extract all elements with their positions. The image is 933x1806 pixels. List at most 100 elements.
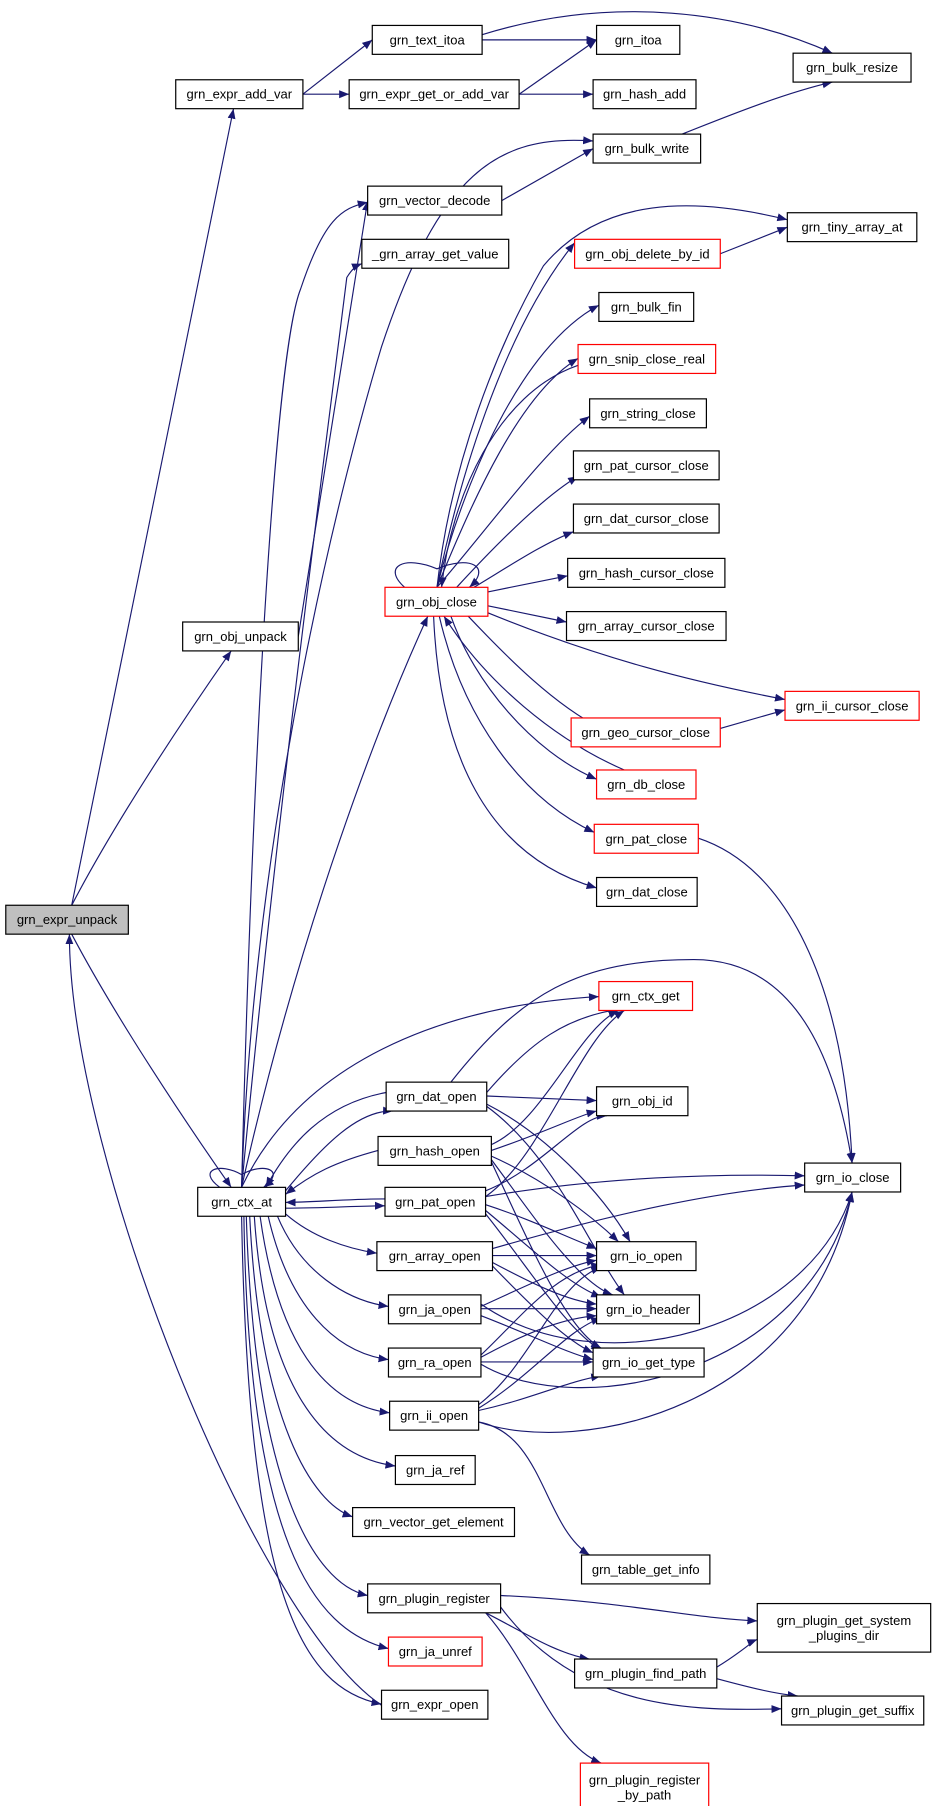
node-label: grn_pat_open — [395, 1194, 475, 1209]
node-vector-get-element[interactable]: grn_vector_get_element — [352, 1506, 516, 1538]
node-hash-open[interactable]: grn_hash_open — [377, 1135, 492, 1166]
node-label: grn_text_itoa — [390, 32, 466, 47]
edge-snip-close-real-to-obj-close — [438, 364, 579, 588]
edge-line — [492, 1261, 597, 1307]
node-plugin-register-by-path[interactable]: grn_plugin_register_by_path — [579, 1762, 710, 1806]
node-expr-add-var[interactable]: grn_expr_add_var — [175, 79, 304, 110]
edge-line — [259, 1216, 390, 1416]
node-ctx-get[interactable]: grn_ctx_get — [598, 980, 694, 1012]
node-plugin-register[interactable]: grn_plugin_register — [367, 1583, 502, 1614]
node-dat-cursor-close[interactable]: grn_dat_cursor_close — [572, 503, 720, 534]
edge-pat-open-to-io-header — [485, 1210, 602, 1298]
node-dat-close[interactable]: grn_dat_close — [595, 876, 698, 908]
node-tiny-array-at[interactable]: grn_tiny_array_at — [786, 212, 918, 243]
edge-line — [265, 1091, 387, 1188]
node-io-get-type[interactable]: grn_io_get_type — [592, 1347, 705, 1378]
node-expr-open[interactable]: grn_expr_open — [380, 1689, 489, 1720]
edge-ja-open-to-io-open — [480, 1258, 597, 1307]
edge-ii-open-to-io-header — [478, 1317, 602, 1409]
node-snip-close-real[interactable]: grn_snip_close_real — [577, 343, 717, 375]
edge-expr-unpack-to-obj-unpack — [71, 650, 232, 906]
edge-hash-open-to-obj-id — [491, 1109, 597, 1151]
edge-ctx-at-to-dat-open — [285, 1106, 394, 1192]
node-vector-decode[interactable]: grn_vector_decode — [367, 185, 503, 216]
node-hash-cursor-close[interactable]: grn_hash_cursor_close — [567, 557, 726, 588]
node-plugin-get-system-plugins-dir[interactable]: grn_plugin_get_system_plugins_dir — [756, 1602, 932, 1653]
node-plugin-find-path[interactable]: grn_plugin_find_path — [573, 1658, 718, 1689]
node-array-open[interactable]: grn_array_open — [376, 1241, 494, 1272]
node-text-itoa[interactable]: grn_text_itoa — [371, 24, 483, 55]
node-label: grn_expr_open — [391, 1697, 478, 1712]
node-db-close[interactable]: grn_db_close — [595, 769, 697, 800]
edge-line — [473, 531, 574, 588]
edge-obj-close-to-dat-close — [433, 616, 597, 889]
node-box — [565, 610, 727, 642]
node-string-close[interactable]: grn_string_close — [589, 398, 707, 429]
edge-expr-unpack-to-expr-add-var — [71, 108, 236, 906]
edge-line — [491, 1109, 597, 1151]
node-box — [376, 1241, 494, 1272]
node-label: grn_expr_add_var — [187, 87, 293, 102]
edge-line — [480, 1315, 594, 1361]
node-array-cursor-close[interactable]: grn_array_cursor_close — [565, 610, 727, 642]
edge-line — [491, 1155, 619, 1243]
node-obj-unpack[interactable]: grn_obj_unpack — [182, 621, 299, 652]
edge-plugin-register-to-plugin-get-system-plugins-dir — [500, 1594, 758, 1625]
node-bulk-resize[interactable]: grn_bulk_resize — [792, 52, 912, 83]
node-table-get-info[interactable]: grn_table_get_info — [580, 1554, 711, 1585]
edge-line — [438, 364, 579, 588]
edge-ja-open-to-io-get-type — [480, 1315, 594, 1361]
node-box — [592, 79, 697, 110]
node-ctx-at[interactable]: grn_ctx_at — [197, 1186, 287, 1217]
node-dat-open[interactable]: grn_dat_open — [385, 1081, 488, 1112]
node-box — [598, 980, 694, 1012]
node-io-close[interactable]: grn_io_close — [804, 1162, 902, 1193]
node-label: grn_obj_delete_by_id — [585, 246, 709, 261]
node-label: _grn_array_get_value — [371, 246, 498, 261]
node-pat-open[interactable]: grn_pat_open — [384, 1186, 487, 1217]
node-hash-add[interactable]: grn_hash_add — [592, 79, 697, 110]
node-expr-get-or-add-var[interactable]: grn_expr_get_or_add_var — [348, 79, 520, 110]
edge-line — [681, 80, 833, 135]
node-box — [394, 1454, 476, 1486]
edge-ctx-at-to-plugin-register — [245, 1216, 368, 1598]
edge-line — [241, 263, 363, 1188]
node-array-get-value[interactable]: _grn_array_get_value — [361, 238, 510, 269]
edge-line — [285, 1201, 386, 1210]
node-ja-open[interactable]: grn_ja_open — [387, 1294, 482, 1325]
edge-line — [456, 475, 579, 588]
node-label: grn_dat_cursor_close — [584, 511, 709, 526]
node-plugin-get-suffix[interactable]: grn_plugin_get_suffix — [780, 1695, 925, 1726]
edge-line — [480, 1191, 853, 1344]
node-pat-cursor-close[interactable]: grn_pat_cursor_close — [572, 450, 720, 481]
node-expr-unpack[interactable]: grn_expr_unpack — [5, 904, 129, 935]
node-ja-unref[interactable]: grn_ja_unref — [387, 1636, 483, 1667]
node-obj-close[interactable]: grn_obj_close — [384, 586, 489, 617]
edge-line — [436, 205, 788, 588]
node-pat-close[interactable]: grn_pat_close — [593, 823, 699, 854]
node-bulk-fin[interactable]: grn_bulk_fin — [598, 291, 695, 323]
edge-line — [249, 1216, 353, 1518]
node-box — [387, 1636, 483, 1667]
node-io-header[interactable]: grn_io_header — [595, 1294, 701, 1325]
edge-obj-close-to-obj-close — [394, 562, 480, 588]
node-obj-id[interactable]: grn_obj_id — [595, 1086, 689, 1117]
edge-text-itoa-to-bulk-resize — [481, 11, 833, 54]
edge-line — [241, 993, 599, 1188]
node-label: grn_tiny_array_at — [801, 220, 903, 235]
edge-line — [480, 1258, 597, 1307]
node-ja-ref[interactable]: grn_ja_ref — [394, 1454, 476, 1486]
node-box — [780, 1695, 925, 1726]
node-obj-delete-by-id[interactable]: grn_obj_delete_by_id — [573, 238, 721, 269]
node-bulk-write[interactable]: grn_bulk_write — [592, 133, 702, 164]
node-itoa[interactable]: grn_itoa — [595, 24, 681, 55]
node-box — [384, 1186, 487, 1217]
node-label: grn_table_get_info — [592, 1562, 700, 1577]
node-geo-cursor-close[interactable]: grn_geo_cursor_close — [570, 717, 721, 748]
node-ra-open[interactable]: grn_ra_open — [387, 1347, 482, 1378]
node-ii-open[interactable]: grn_ii_open — [389, 1400, 480, 1431]
edge-line — [486, 1006, 619, 1093]
node-io-open[interactable]: grn_io_open — [595, 1241, 697, 1272]
edge-line — [478, 1373, 602, 1412]
node-ii-cursor-close[interactable]: grn_ii_cursor_close — [784, 690, 920, 721]
